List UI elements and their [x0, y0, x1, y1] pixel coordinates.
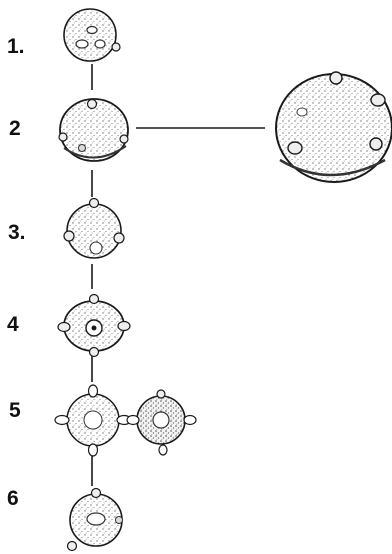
pollen-grain-6	[68, 489, 123, 551]
pollen-grain-1	[64, 9, 120, 61]
pollen-grain-large	[276, 72, 392, 182]
pollen-grain-5b	[127, 390, 196, 455]
pollen-grain-3	[64, 199, 124, 259]
pollen-grain-5a	[55, 385, 131, 456]
pollen-grain-4	[58, 295, 130, 357]
pollen-grain-2	[59, 99, 128, 161]
